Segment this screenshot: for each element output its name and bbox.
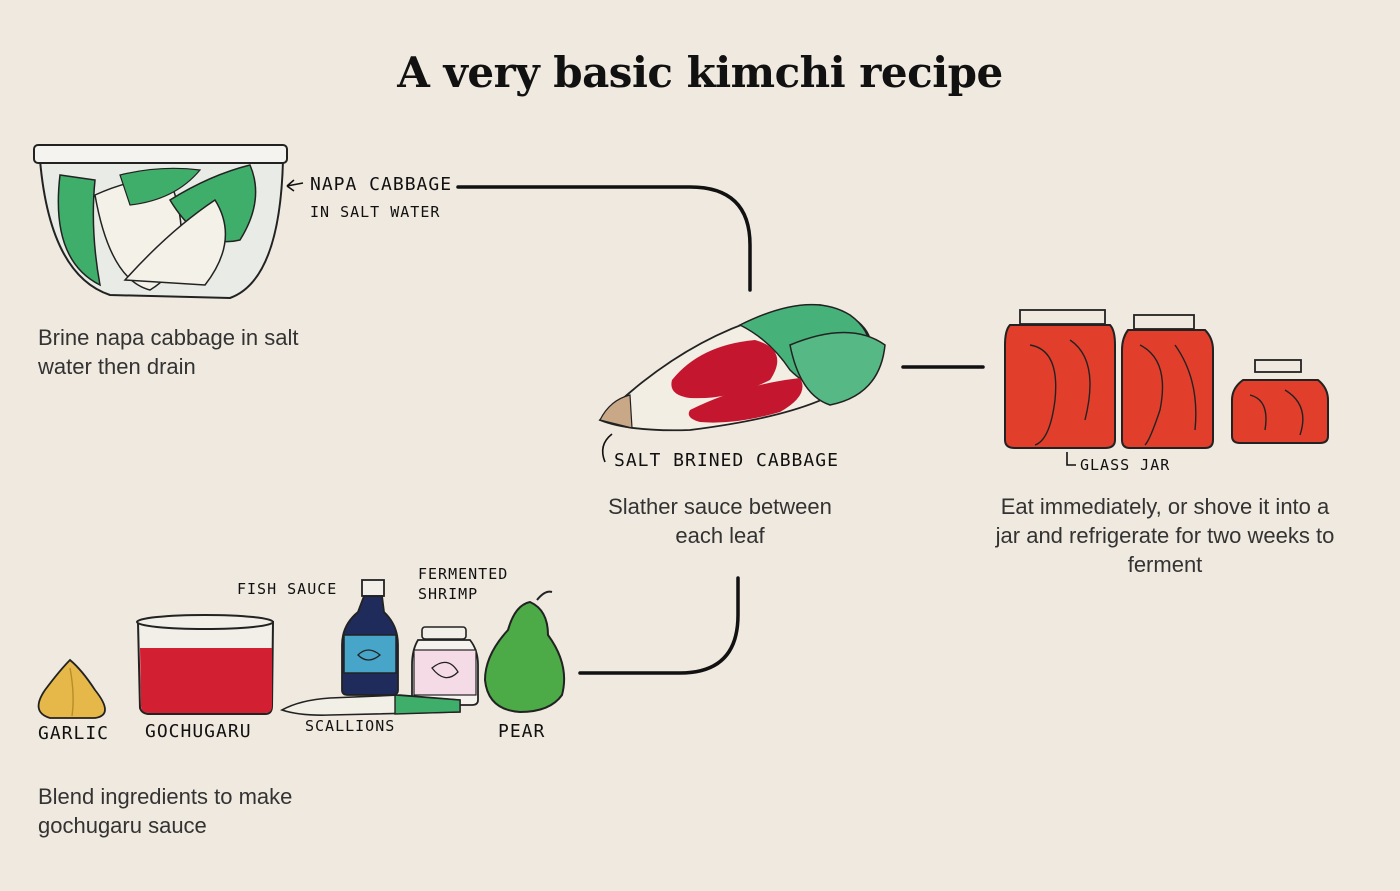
page-title: A very basic kimchi recipe	[397, 48, 1003, 97]
connector-brine-to-cabbage	[456, 185, 752, 292]
step-blend-caption: Blend ingredients to make gochugaru sauc…	[38, 784, 293, 838]
step-brine-caption: Brine napa cabbage in salt water then dr…	[38, 325, 299, 379]
glass-jar-icon	[1004, 309, 1116, 449]
arrow-icon	[601, 433, 613, 463]
glass-jar-icon	[1121, 314, 1214, 449]
label-salt-brined-cabbage: Salt brined cabbage	[614, 450, 839, 471]
label-napa-cabbage: Napa cabbage	[310, 174, 453, 195]
label-garlic: Garlic	[38, 723, 110, 744]
connector-ingredients-to-cabbage	[578, 576, 740, 675]
brined-cabbage-icon	[598, 303, 886, 432]
label-in-salt-water: in salt water	[310, 203, 441, 221]
fish-sauce-icon	[341, 579, 399, 696]
step-slather-caption: Slather sauce between each leaf	[608, 494, 832, 548]
step-eat-caption: Eat immediately, or shove it into a jar …	[995, 494, 1335, 577]
label-fermented: Fermented	[418, 565, 509, 583]
bowl-icon	[33, 144, 288, 300]
scallions-icon	[280, 694, 461, 716]
label-scallions: Scallions	[305, 717, 396, 735]
gochugaru-icon	[136, 614, 275, 715]
label-fish-sauce: Fish sauce	[237, 580, 338, 598]
label-pear: Pear	[498, 721, 546, 742]
fermented-shrimp-icon	[411, 626, 479, 706]
pear-icon	[483, 590, 566, 714]
arrow-icon	[286, 179, 304, 192]
label-glass-jar: Glass jar	[1080, 456, 1171, 474]
arrow-icon	[1066, 452, 1076, 466]
label-shrimp: shrimp	[418, 585, 479, 603]
label-gochugaru: Gochugaru	[145, 721, 252, 742]
garlic-icon	[37, 658, 106, 719]
glass-jar-icon	[1231, 359, 1329, 444]
